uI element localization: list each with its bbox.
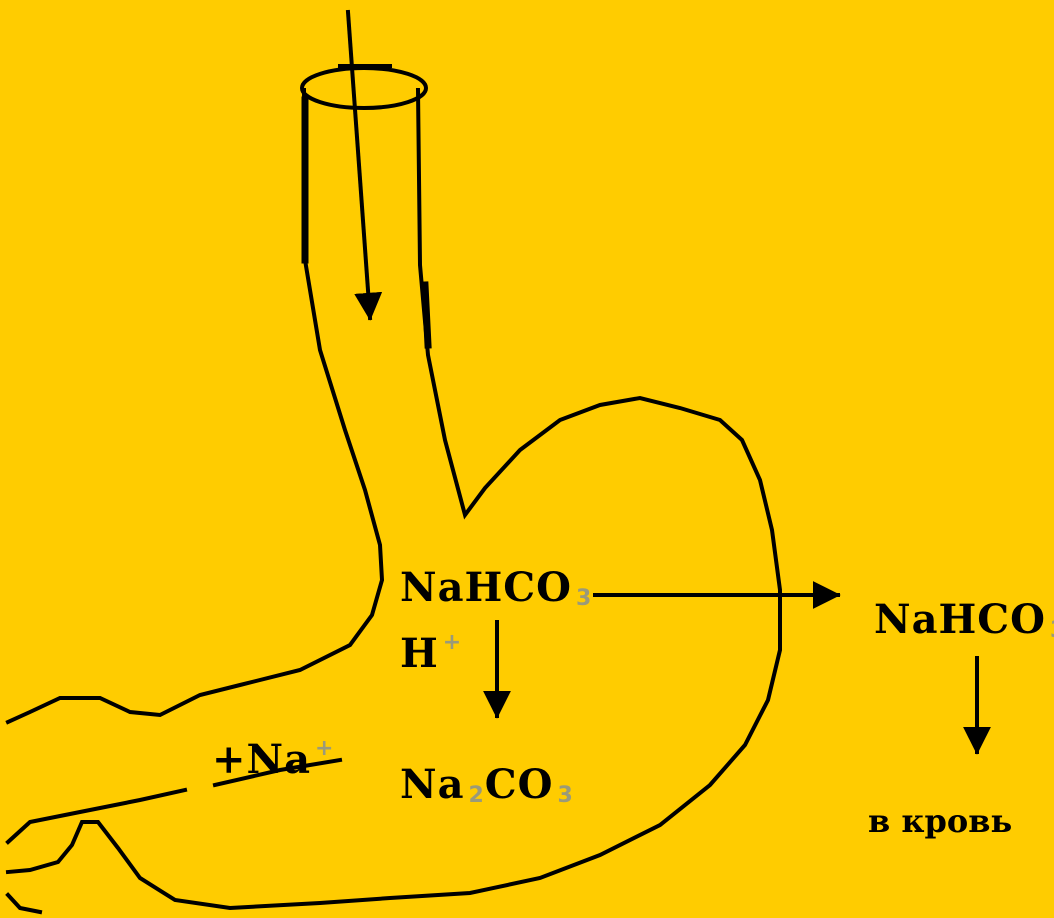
esophagus-right-emphasis: [425, 285, 428, 345]
label-na-plus-base: +Na: [212, 736, 311, 783]
label-na2co3-sub1: 2: [468, 783, 484, 808]
label-h-plus-base: H: [400, 630, 439, 677]
label-h-plus: H+: [400, 632, 462, 674]
label-na2co3-base1: Na: [400, 761, 464, 808]
esophagus-opening: [302, 68, 426, 108]
label-nahco3-stomach-base: NaHCO: [400, 564, 572, 611]
label-na2co3-sub2: 3: [557, 783, 573, 808]
label-h-plus-sup: +: [443, 630, 462, 655]
label-nahco3-blood-sub: 3: [1050, 618, 1054, 643]
duodenum-lower-wall: [8, 790, 185, 842]
label-nahco3-stomach-sub: 3: [576, 586, 592, 611]
label-na2co3-base2: CO: [485, 761, 554, 808]
arrow-esophagus-inflow: [348, 12, 370, 318]
label-na-plus: +Na+: [212, 738, 334, 780]
stomach-lesser-curvature: [8, 90, 382, 722]
pylorus-outline: [8, 895, 40, 912]
label-na-plus-sup: +: [315, 736, 334, 761]
label-to-blood: в кровь: [868, 805, 1012, 837]
stomach-greater-curvature: [8, 90, 780, 908]
label-nahco3-blood-base: NaHCO: [874, 596, 1046, 643]
